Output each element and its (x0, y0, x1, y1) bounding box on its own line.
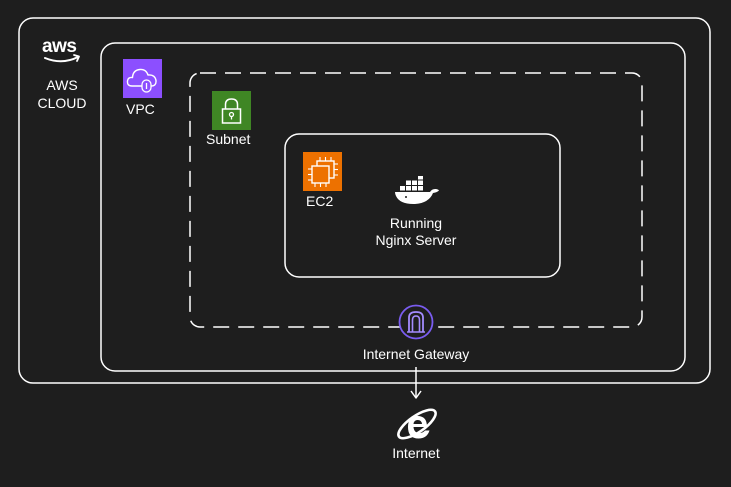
vpc-boundary (100, 42, 686, 372)
aws-logo-text: aws (42, 36, 77, 57)
internet-explorer-icon (397, 408, 437, 440)
internet-gateway-label: Internet Gateway (362, 346, 470, 362)
ec2-instance-boundary (284, 133, 561, 278)
subnet-label: Subnet (206, 131, 251, 147)
internet-label: Internet (392, 445, 440, 461)
ec2-label: EC2 (306, 193, 334, 209)
docker-whale-icon (395, 176, 439, 205)
aws-cloud-boundary (18, 17, 711, 384)
aws-logo-icon: aws (40, 36, 86, 64)
app-nginx-label: Nginx Server (375, 232, 457, 248)
vpc-label: VPC (126, 101, 155, 117)
internet-gateway-icon (398, 304, 434, 340)
aws-cloud-label-line2: CLOUD (37, 95, 87, 111)
ec2-chip-icon (303, 152, 342, 191)
app-running-label: Running (389, 215, 443, 231)
gateway-to-internet-arrow (410, 367, 422, 399)
padlock-icon (212, 91, 251, 130)
vpc-cloud-icon (123, 59, 162, 98)
aws-cloud-label-line1: AWS (46, 77, 78, 93)
